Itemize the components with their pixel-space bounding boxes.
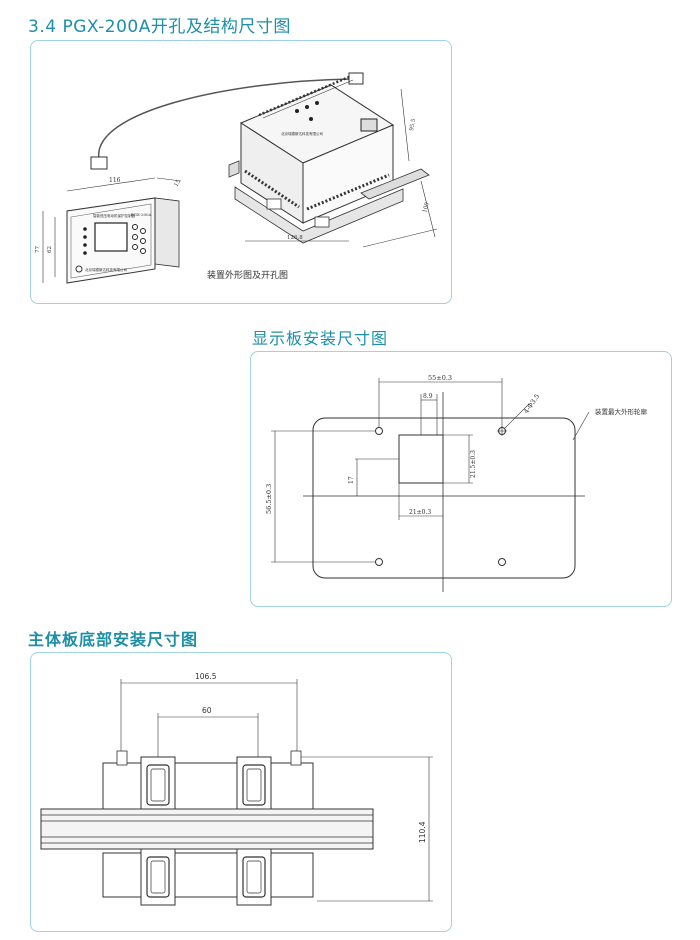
dim-height: 110.4 <box>418 821 427 843</box>
dim-body-length: 126.8 <box>287 235 303 241</box>
dim-panel-width: 116 <box>109 177 121 184</box>
upper-body-outline <box>102 762 314 814</box>
clip-left-bottom <box>140 848 176 906</box>
dim-panel-depth: 15 <box>174 179 183 188</box>
dim-hole-spec: 4-Φ3.5 <box>522 393 541 416</box>
mount-hole-bl <box>375 558 383 566</box>
display-window <box>398 434 444 484</box>
lcd-screen <box>94 222 128 252</box>
section2-title: 显示板安装尺寸图 <box>252 329 389 348</box>
base-mount-panel: 106.5 60 110.4 <box>30 652 452 932</box>
display-mount-panel: 55±0.3 8.9 4-Φ3.5 装置最大外形轮廓 21.5±0.3 21±0… <box>250 351 672 607</box>
dim-body-height: 95.5 <box>409 118 417 132</box>
panel-model-label: PGX-200A <box>131 212 152 217</box>
dim-panel-height-inner: 62 <box>47 246 53 253</box>
dim-hole-spacing: 55±0.3 <box>428 374 452 382</box>
clip-left-top <box>140 756 176 814</box>
cable-connector-left <box>90 156 108 170</box>
dim-overall-height: 56.5±0.3 <box>265 484 273 514</box>
outline-label: 装置最大外形轮廓 <box>595 407 648 416</box>
svg-text:北京瑞德斯达科技有限公司: 北京瑞德斯达科技有限公司 <box>281 131 323 136</box>
cable-connector-right <box>348 72 364 85</box>
panel-company-label: 北京瑞德斯达科技有限公司 <box>85 267 127 272</box>
base-mount-drawing: 106.5 60 110.4 <box>40 672 433 906</box>
mount-hole-tl <box>375 427 383 435</box>
din-rail <box>40 808 374 850</box>
lower-body-outline <box>102 852 314 898</box>
dim-body-depth: 100 <box>422 201 431 213</box>
display-mount-drawing: 55±0.3 8.9 4-Φ3.5 装置最大外形轮廓 21.5±0.3 21±0… <box>265 374 648 592</box>
section1-caption: 装置外形图及开孔图 <box>207 269 288 281</box>
dim-window-width: 21±0.3 <box>409 509 431 516</box>
dim-outer-spacing: 106.5 <box>195 672 217 681</box>
connection-cable <box>98 78 352 160</box>
dim-inner-spacing: 60 <box>202 706 212 715</box>
clip-right-top <box>236 756 272 814</box>
device-outline <box>312 417 576 579</box>
appearance-drawing: PGX-200A 智能低压电动机保护控制器 北京瑞德斯达科技有限公司 116 1… <box>35 72 438 284</box>
section3-title: 主体板底部安装尺寸图 <box>28 630 199 649</box>
panel-name-label: 智能低压电动机保护控制器 <box>93 213 135 218</box>
dim-offset-17: 17 <box>348 476 355 484</box>
main-body-drawing: 北京瑞德斯达科技有限公司 126.8 95.5 100 <box>228 75 438 248</box>
display-panel-drawing: PGX-200A 智能低压电动机保护控制器 北京瑞德斯达科技有限公司 116 1… <box>35 177 183 284</box>
section1-title: 3.4 PGX-200A开孔及结构尺寸图 <box>28 17 291 37</box>
dim-panel-height-outer: 77 <box>35 246 41 253</box>
dim-window-offset: 8.9 <box>423 393 433 400</box>
dim-window-height: 21.5±0.3 <box>470 450 477 478</box>
clip-right-bottom <box>236 848 272 906</box>
mount-hole-br <box>498 558 506 566</box>
appearance-panel: PGX-200A 智能低压电动机保护控制器 北京瑞德斯达科技有限公司 116 1… <box>30 40 452 304</box>
